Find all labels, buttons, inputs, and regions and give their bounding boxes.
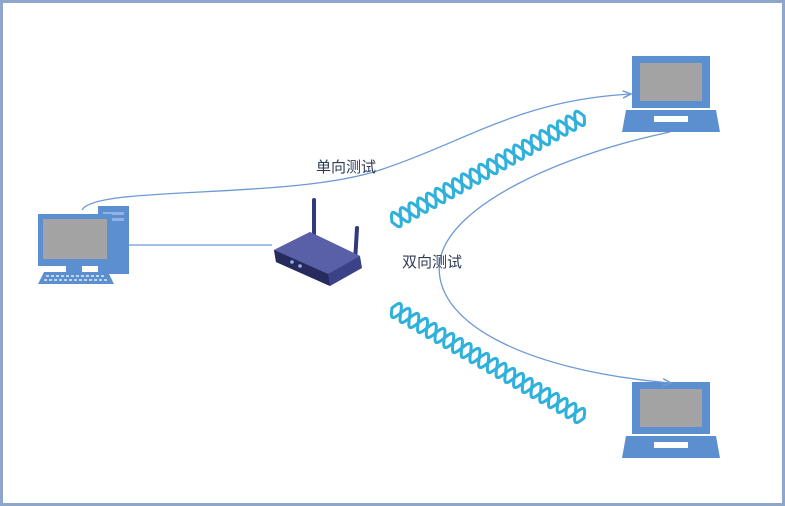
two-way-test-label: 双向测试 <box>402 253 463 271</box>
wave-strand-2 <box>390 114 586 224</box>
one-way-test-label: 单向测试 <box>316 158 377 176</box>
radio-wave-upper <box>390 109 586 229</box>
connection-lines <box>81 94 671 383</box>
wave-strand-2 <box>390 301 586 425</box>
laptop-top-icon <box>622 56 720 132</box>
desktop-computer-icon <box>38 206 129 284</box>
wifi-router-icon <box>274 198 362 286</box>
laptop-bottom-icon <box>622 382 720 458</box>
two-way-arrow <box>438 131 671 383</box>
radio-wave-lower <box>389 301 587 425</box>
one-way-arrow <box>81 94 631 211</box>
